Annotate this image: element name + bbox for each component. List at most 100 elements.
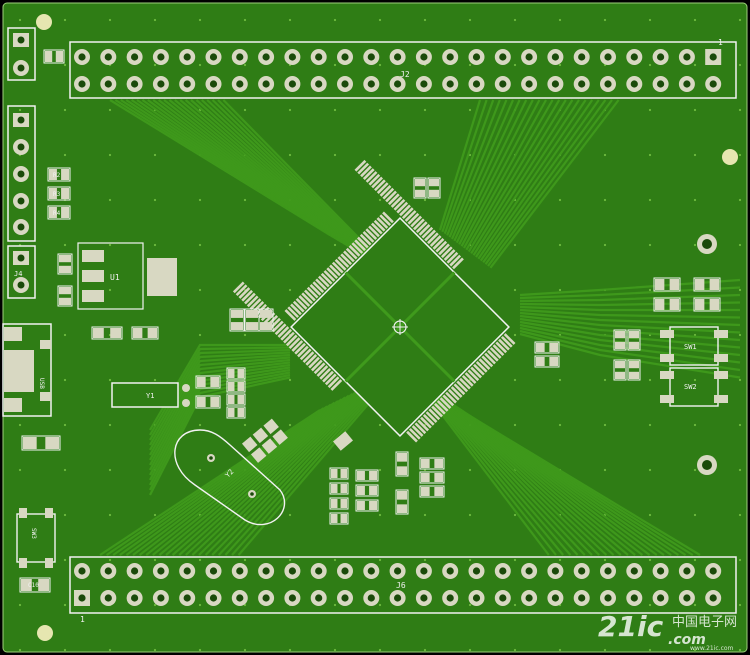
switch-sw3-label: SW3 [30, 528, 37, 539]
qfp-pad [359, 233, 372, 246]
qfp-pad [446, 251, 459, 264]
qfp-pad [322, 370, 334, 383]
passive-cluster [241, 418, 288, 463]
qfp-pad [317, 275, 330, 288]
qfp-pad [393, 198, 406, 211]
qfp-pad [421, 226, 434, 239]
qfp-pad [274, 323, 287, 336]
passive-chip [613, 329, 627, 351]
qfp-pad [410, 215, 423, 228]
qfp-pad [299, 348, 312, 361]
passive-chip [653, 297, 681, 312]
passive-chip [395, 489, 409, 515]
trace-fanout [99, 99, 741, 556]
qfp-pad [290, 303, 302, 316]
crystal-y1[interactable]: Y1 [111, 382, 190, 408]
passive-chip [413, 177, 427, 199]
passive-chip [47, 167, 71, 182]
passive-chip [534, 341, 560, 354]
watermark-brand: 21ic [598, 610, 664, 643]
qfp-pad [351, 242, 364, 254]
switch-sw3[interactable]: SW3 [16, 508, 56, 568]
connector-j3[interactable] [7, 27, 36, 81]
qfp-pad [420, 416, 432, 429]
qfp-pad [263, 312, 276, 324]
qfp-pad [255, 303, 267, 316]
qfp-pad [495, 341, 508, 354]
qfp-pad [306, 286, 319, 299]
qfp-pad [271, 320, 284, 333]
header-j2[interactable]: J2 1 [69, 38, 737, 99]
passive-chip [195, 395, 221, 409]
passive-chip [131, 326, 159, 340]
qfp-pad [407, 212, 420, 225]
passive-chip [627, 359, 641, 381]
label-r2: R2 [53, 172, 61, 179]
qfp-pad [324, 373, 337, 386]
qfp-pad [365, 228, 378, 240]
qfp-pad [401, 207, 414, 220]
qfp-pad [492, 344, 505, 357]
qfp-pad [371, 176, 383, 189]
qfp-pad [424, 229, 436, 242]
qfp-pad [435, 240, 448, 253]
qfp-pad [396, 201, 409, 214]
qfp-pad [464, 372, 477, 384]
qfp-pad [382, 187, 395, 200]
qfp-pad [232, 281, 245, 294]
crystal-y2[interactable]: Y2 [174, 429, 286, 526]
qfp-pad [326, 267, 339, 280]
passive-chip [653, 277, 681, 292]
passive-chip [43, 49, 65, 64]
switch-sw1[interactable]: SW1 [660, 326, 728, 366]
qfp-pad [304, 289, 316, 302]
qfp-pad [422, 414, 435, 426]
qfp-pad [252, 301, 265, 313]
connector-j4-label: J4 [14, 270, 22, 278]
regulator-u1[interactable]: U1 [77, 242, 177, 310]
header-j2-label: J2 [400, 70, 410, 79]
qfp-pad [308, 356, 320, 369]
passive-chip [226, 367, 246, 380]
qfp-pad [432, 237, 445, 250]
qfp-pad [295, 297, 308, 310]
qfp-pad [408, 427, 421, 440]
qfp-pad [425, 411, 438, 423]
qfp-pad [414, 422, 427, 435]
passive-chip [355, 484, 379, 497]
qfp-pad [459, 377, 471, 390]
passive-chip [419, 485, 445, 498]
qfp-pad [312, 281, 325, 293]
passive-chip [395, 451, 409, 477]
header-j6[interactable]: J6 1 [69, 556, 737, 624]
qfp-pad [429, 235, 442, 247]
usb-connector[interactable]: USB [2, 323, 52, 417]
watermark: 21ic .com 中国电子网 www.21ic.com [598, 610, 737, 652]
passive-chip [47, 186, 71, 201]
switch-sw2[interactable]: SW2 [660, 367, 728, 407]
connector-j4[interactable]: J4 [7, 245, 36, 299]
qfp-pad [406, 430, 418, 443]
qfp-pad [246, 295, 259, 308]
qfp-pad [280, 328, 293, 341]
crystal-y1-label: Y1 [146, 392, 154, 400]
qfp-pad [294, 342, 306, 355]
qfp-pad [329, 264, 341, 277]
qfp-pad [453, 383, 466, 396]
header-j6-label: J6 [396, 581, 406, 590]
qfp-pad [443, 249, 456, 261]
passive-components[interactable] [19, 49, 721, 593]
header-j6-pin1-mark: 1 [80, 615, 85, 624]
qfp-pad [376, 182, 389, 194]
qfp-pad [376, 217, 389, 229]
qfp-pad [449, 254, 462, 267]
qfp-pad [235, 284, 248, 297]
qfp-pad [241, 289, 254, 302]
passive-chip [226, 406, 246, 419]
qfp-pad [399, 204, 411, 217]
passive-chip [91, 326, 123, 340]
connector-header-left[interactable] [7, 105, 36, 242]
qfp-pad [345, 247, 358, 260]
qfp-pad [439, 397, 452, 410]
qfp-pad [442, 394, 455, 407]
